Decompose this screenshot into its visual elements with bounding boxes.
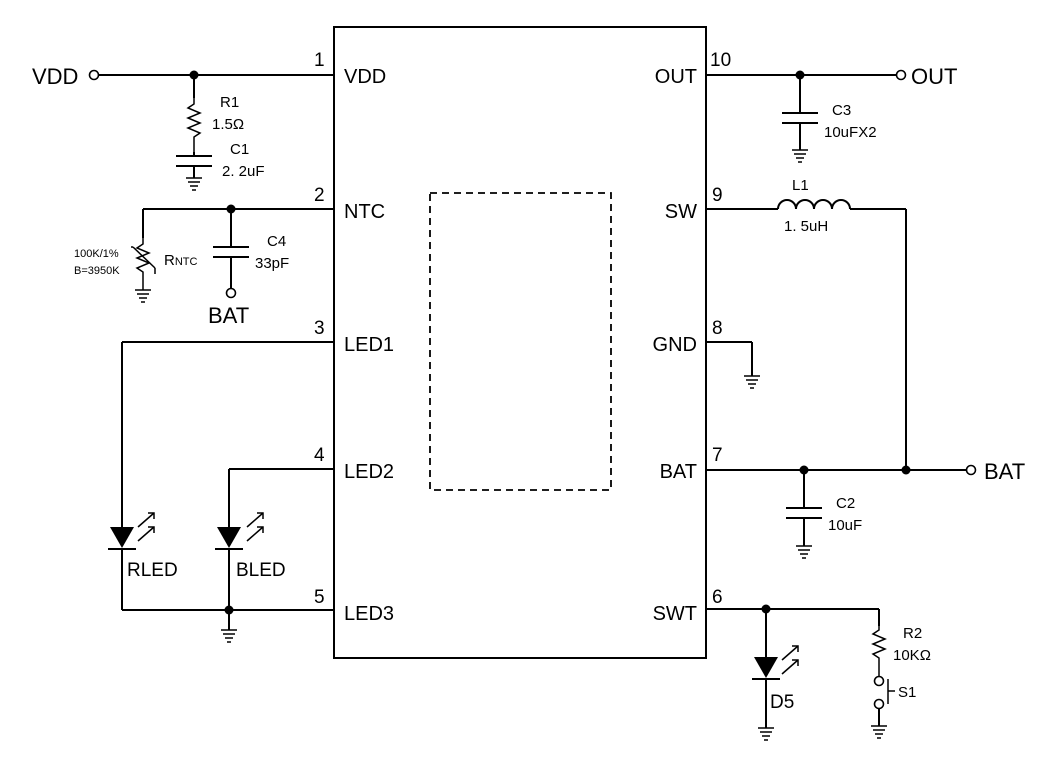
capacitor-c4: BAT C4 33pF	[208, 233, 289, 328]
vdd-terminal	[88, 69, 100, 81]
led-rled: RLED	[108, 512, 178, 610]
bat-terminal	[965, 464, 977, 476]
pin-name: VDD	[344, 66, 386, 88]
led-d5: D5	[752, 645, 799, 741]
pin-name: LED2	[344, 461, 394, 483]
pin-8-gnd: 8 GND	[653, 318, 723, 356]
switch-s1: S1	[871, 675, 916, 739]
out-terminal-label: OUT	[911, 64, 957, 89]
rntc-ref: RNTC	[164, 252, 198, 269]
c1-value: 2. 2uF	[222, 163, 265, 180]
r1-ref: R1	[220, 94, 239, 111]
bat-terminal-label: BAT	[208, 303, 249, 328]
capacitor-c2: C2 10uF	[786, 495, 862, 559]
pin-number: 7	[712, 445, 723, 466]
r1-value: 1.5Ω	[212, 116, 244, 133]
capacitor-c1: C1 2. 2uF	[176, 141, 265, 180]
bat-net: BAT	[706, 459, 1025, 508]
r2-value: 10KΩ	[893, 647, 931, 664]
ground-symbol	[186, 177, 202, 191]
resistor-r2: R2 10KΩ	[871, 625, 931, 676]
resistor-r1: R1 1.5Ω	[186, 94, 244, 152]
c4-ref: C4	[267, 233, 286, 250]
swt-net	[706, 604, 880, 657]
c3-value: 10uFX2	[824, 124, 877, 141]
pin-number: 6	[712, 587, 723, 608]
pin-3-led1: 3 LED1	[314, 318, 394, 356]
exposed-pad	[429, 192, 612, 491]
pin-name: LED3	[344, 603, 394, 625]
pin-6-swt: 6 SWT	[653, 587, 723, 625]
pin-number: 10	[710, 50, 731, 71]
pin-number: 1	[314, 50, 325, 71]
pin-name: OUT	[655, 66, 697, 88]
thermistor-rntc: 100K/1% B=3950K RNTC	[74, 238, 198, 303]
pin-4-led2: 4 LED2	[314, 445, 394, 483]
sw-net: L1 1. 5uH	[706, 177, 907, 470]
led2-net	[228, 468, 334, 527]
c3-ref: C3	[832, 102, 851, 119]
c1-ref: C1	[230, 141, 249, 158]
d5-ref: D5	[770, 692, 794, 713]
pin-number: 3	[314, 318, 325, 339]
pin-name: GND	[653, 334, 697, 356]
s1-ref: S1	[898, 684, 916, 701]
l1-ref: L1	[792, 177, 809, 194]
pin-name: NTC	[344, 201, 385, 223]
pin-2-ntc: 2 NTC	[314, 185, 385, 223]
c2-ref: C2	[836, 495, 855, 512]
bat-terminal-label: BAT	[984, 459, 1025, 484]
out-terminal	[895, 69, 907, 81]
led-bled: BLED	[215, 512, 286, 610]
l1-value: 1. 5uH	[784, 218, 828, 235]
ntc-net	[142, 204, 334, 247]
out-net: OUT	[706, 64, 957, 113]
led3-net	[122, 605, 334, 643]
pin-7-bat: 7 BAT	[660, 445, 723, 483]
capacitor-c3: C3 10uFX2	[782, 102, 877, 163]
c4-value: 33pF	[255, 255, 289, 272]
pin-10-out: 10 OUT	[655, 50, 731, 88]
r2-ref: R2	[903, 625, 922, 642]
rled-ref: RLED	[127, 560, 178, 581]
junction-dot	[901, 465, 911, 475]
pin-name: SWT	[653, 603, 697, 625]
pin-name: SW	[665, 201, 697, 223]
pin-1-vdd: 1 VDD	[314, 50, 386, 88]
pin-5-led3: 5 LED3	[314, 587, 394, 625]
pin-name: LED1	[344, 334, 394, 356]
c2-value: 10uF	[828, 517, 862, 534]
rntc-spec-beta: B=3950K	[74, 265, 120, 277]
pin-number: 5	[314, 587, 325, 608]
pin-number: 2	[314, 185, 325, 206]
led1-net	[121, 341, 334, 527]
pin-9-sw: 9 SW	[665, 185, 723, 223]
bled-ref: BLED	[236, 560, 286, 581]
pin-number: 9	[712, 185, 723, 206]
vdd-terminal-label: VDD	[32, 64, 78, 89]
vdd-net: VDD	[32, 64, 334, 98]
bat-terminal	[225, 287, 237, 299]
pin-number: 8	[712, 318, 723, 339]
gnd-net	[706, 341, 760, 389]
pin-name: BAT	[660, 461, 697, 483]
pin-number: 4	[314, 445, 325, 466]
rntc-spec-resistance: 100K/1%	[74, 248, 119, 260]
